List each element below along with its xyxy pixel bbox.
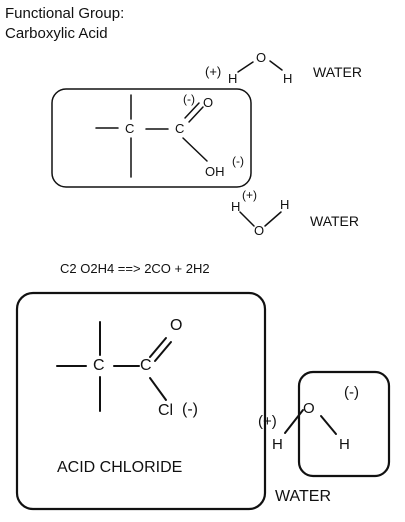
ac-bond-c2-cl xyxy=(149,377,167,401)
ac-chlorine-charge: (-) xyxy=(182,401,198,418)
water-mid-h-left: H xyxy=(231,199,241,214)
water-top-h-right: H xyxy=(283,71,293,86)
water-mid-label: WATER xyxy=(310,213,359,229)
water-top-charge: (+) xyxy=(205,64,222,79)
water-mid-o: O xyxy=(254,223,265,238)
water-top-label: WATER xyxy=(313,64,362,80)
hydroxyl-charge: (-) xyxy=(232,154,244,168)
header-line-2: Carboxylic Acid xyxy=(5,25,108,42)
water-bottom-o: O xyxy=(303,400,315,417)
acid-chloride-name: ACID CHLORIDE xyxy=(57,459,183,476)
water-top-bond-left xyxy=(237,61,254,73)
bond-c2-o-double-b xyxy=(188,106,204,123)
ac-bond-c2-o-a xyxy=(149,337,167,358)
water-bottom-bond-right xyxy=(320,415,337,435)
water-top-o: O xyxy=(256,50,267,65)
ac-carbon-2: C xyxy=(140,357,152,374)
carbon-2: C xyxy=(175,121,185,136)
water-mid-charge: (+) xyxy=(242,188,257,202)
hydroxyl: OH xyxy=(205,164,225,179)
water-top-h-left: H xyxy=(228,71,238,86)
oxygen-double: O xyxy=(203,95,214,110)
water-mid-bond-left xyxy=(239,211,255,227)
oxygen-charge: (-) xyxy=(183,92,195,106)
water-mid-bond-right xyxy=(264,211,282,227)
water-bottom-charge-minus: (-) xyxy=(344,384,359,401)
water-bottom-charge-plus: (+) xyxy=(258,413,277,430)
water-bottom-label: WATER xyxy=(275,488,331,505)
bond-c2-o-double-a xyxy=(184,102,200,119)
ac-chlorine: Cl xyxy=(158,402,174,419)
water-bottom-h-right: H xyxy=(339,436,350,453)
water-bottom-bond-left xyxy=(284,409,304,434)
reaction-equation: C2 O2H4 ==> 2CO + 2H2 xyxy=(60,261,210,276)
acid-chloride-box xyxy=(15,291,267,511)
water-bottom-box xyxy=(297,370,391,478)
water-top-bond-right xyxy=(269,60,283,71)
ac-oxygen-double: O xyxy=(170,317,183,334)
bond-c2-oh xyxy=(182,137,208,162)
carboxylic-acid-box xyxy=(51,88,252,188)
carbon-1: C xyxy=(125,121,135,136)
water-bottom-h-left: H xyxy=(272,436,283,453)
ac-carbon-1: C xyxy=(93,357,105,374)
water-mid-h-right: H xyxy=(280,197,290,212)
header-line-1: Functional Group: xyxy=(5,5,125,22)
ac-bond-c2-o-b xyxy=(154,341,172,362)
